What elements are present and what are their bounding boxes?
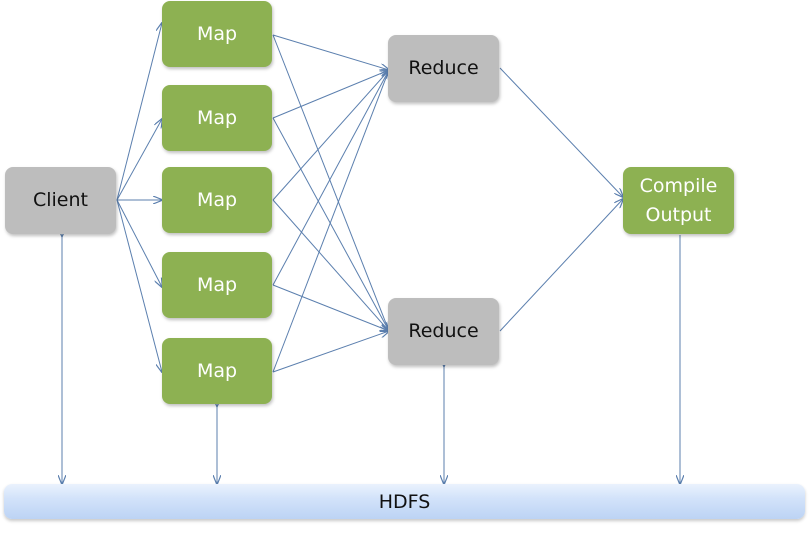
- connector-arrow: [272, 70, 389, 373]
- map-label: Map: [196, 273, 238, 296]
- map-node: Map: [162, 1, 272, 67]
- map-label: Map: [196, 188, 238, 211]
- reduce-node: Reduce: [388, 35, 499, 102]
- hdfs-storage-bar: HDFS: [4, 484, 805, 519]
- map-label: Map: [196, 22, 238, 45]
- hdfs-label: HDFS: [378, 490, 431, 513]
- connector-arrow: [116, 119, 162, 201]
- connector-arrow: [272, 70, 389, 286]
- map-node: Map: [162, 85, 272, 151]
- connector-arrow: [499, 199, 623, 332]
- connector-arrow: [272, 199, 389, 331]
- connector-arrow: [272, 284, 389, 331]
- connector-arrow: [272, 34, 389, 70]
- connector-arrow: [272, 70, 389, 201]
- map-node: Map: [162, 252, 272, 318]
- connector-arrow: [272, 117, 389, 331]
- reduce-label: Reduce: [408, 57, 479, 79]
- compile-output-node: Compile Output: [623, 167, 734, 234]
- client-node: Client: [5, 167, 116, 234]
- reduce-node: Reduce: [388, 298, 499, 365]
- connector-arrow: [499, 67, 623, 197]
- map-label: Map: [196, 106, 238, 129]
- map-node: Map: [162, 338, 272, 404]
- map-label: Map: [196, 359, 238, 382]
- connector-arrow: [116, 23, 162, 201]
- connector-arrow: [116, 199, 162, 287]
- compile-output-line2: Output: [645, 203, 712, 226]
- client-label: Client: [32, 189, 88, 211]
- reduce-label: Reduce: [408, 320, 479, 342]
- connector-arrow: [272, 331, 389, 373]
- connector-arrow: [272, 34, 389, 331]
- connector-arrow: [116, 199, 162, 372]
- compile-output-line1: Compile: [639, 174, 718, 197]
- connector-arrow: [272, 70, 389, 119]
- map-node: Map: [162, 167, 272, 233]
